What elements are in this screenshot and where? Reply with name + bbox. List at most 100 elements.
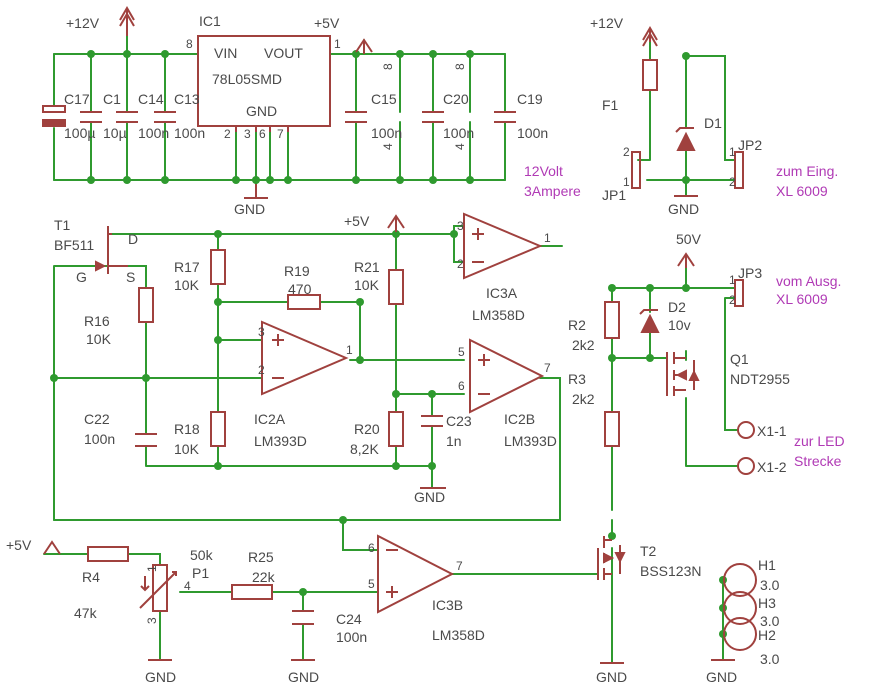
ic2a-pin-2: 2 [258,363,265,377]
ic2a-pins [272,334,284,379]
note-led-line1: zur LED [794,433,845,449]
v50-symbol [677,252,695,268]
wires [43,35,739,664]
r21-ref: R21 [354,259,380,275]
c13-symbol [154,111,176,123]
p1-symbol [152,564,168,612]
ic3b-pin-6: 6 [368,541,375,555]
c24-ref: C24 [336,611,362,627]
ic1-pin-num-7: 7 [277,127,284,141]
r18-ref: R18 [174,421,200,437]
c14-value: 100n [138,125,169,141]
jp3-pin-1: 1 [729,273,736,287]
d2-symbol [640,313,660,333]
ic3a-pins [472,228,484,263]
c20-symbol [422,111,444,123]
gnd-label-3: GND [414,489,445,505]
c13-value: 100n [174,125,205,141]
gnd-symbol-1 [244,184,268,199]
ic1-pin-num-8: 8 [186,37,193,51]
ic2a-pin-3: 3 [258,325,265,339]
ic1-pin-num-1: 1 [334,37,341,51]
c22-symbol [135,433,157,447]
t2-ref: T2 [640,543,657,559]
r20-symbol [388,411,404,447]
ic2b-value: LM393D [504,433,557,449]
note-led-line2: Strecke [794,453,842,469]
ic3b-pin-5: 5 [368,577,375,591]
r2-symbol [604,301,620,339]
r16-value: 10K [86,331,112,347]
r18-symbol [210,411,226,447]
x11-ref: X1-1 [757,423,787,439]
c20-pin-num-4: 4 [453,143,467,150]
jp2-ref: JP2 [738,137,762,153]
t1-pin-s: S [126,269,135,285]
r3-ref: R3 [568,371,586,387]
r17-value: 10K [174,277,200,293]
c20-value: 100n [443,125,474,141]
h1-symbol [723,563,757,597]
ic1-pin-num-2: 2 [224,127,231,141]
ic3b-ref: IC3B [432,597,463,613]
c24-symbol [292,610,314,625]
r3-symbol [604,411,620,447]
ic2b-pin-7: 7 [544,361,551,375]
jumper-symbols [631,151,744,307]
gnd-label-6: GND [596,669,627,685]
ic3a-ref: IC3A [486,285,518,301]
t1-pin-g: G [76,269,87,285]
p1-pin-3: 3 [145,617,159,624]
capacitor-symbols [42,105,516,625]
r18-value: 10K [174,441,200,457]
h3-ref: H3 [758,595,776,611]
note-output-line2: XL 6009 [776,291,828,307]
f1-symbol [642,59,658,91]
r2-value: 2k2 [572,337,595,353]
q1-value: NDT2955 [730,371,790,387]
ic2a-pin-1: 1 [346,343,353,357]
ic2b-pin-6: 6 [458,379,465,393]
ic3b-symbol [377,534,455,614]
c17-ref: C17 [64,91,90,107]
jp3-symbol [734,279,744,307]
x12-symbol [737,457,755,475]
note-input-line1: zum Eing. [776,163,838,179]
gnd-label-2: GND [668,201,699,217]
d1-ref: D1 [704,115,722,131]
c19-symbol [494,111,516,123]
net-label-50v: 50V [676,231,702,247]
c15-symbol [345,111,367,123]
vcc5-symbol-1 [355,38,373,54]
ic3a-pin-1: 1 [544,231,551,245]
r2-ref: R2 [568,317,586,333]
ic2a-ref: IC2A [254,411,286,427]
c1-symbol [80,111,102,123]
p1-pin-1: 1 [145,565,159,572]
r25-value: 22k [252,569,276,585]
c17-symbol [42,105,66,113]
jp1-pin-1: 1 [623,175,630,189]
c14-symbol [116,111,138,123]
p1-wiper-arrow [140,576,150,592]
ic1-symbol [197,35,331,132]
c14-ref: C14 [138,91,164,107]
ic2a-value: LM393D [254,433,307,449]
ic2b-pin-5: 5 [458,345,465,359]
r19-value: 470 [288,281,312,297]
t1-pin-d: D [128,231,138,247]
r25-ref: R25 [248,549,274,565]
c23-symbol [421,415,443,427]
jp3-ref: JP3 [738,265,762,281]
gnd-label-1: GND [234,201,265,217]
ic2b-symbol [469,338,545,414]
p1-ref: P1 [192,565,209,581]
c15-value: 100n [371,125,402,141]
ic3a-value: LM358D [472,307,525,323]
c15-pin-num: 8 [381,63,395,70]
jp2-symbol [734,151,744,189]
r19-symbol [287,294,321,310]
x11-symbol [737,421,755,439]
t2-value: BSS123N [640,563,701,579]
p1-arrow [139,571,177,609]
